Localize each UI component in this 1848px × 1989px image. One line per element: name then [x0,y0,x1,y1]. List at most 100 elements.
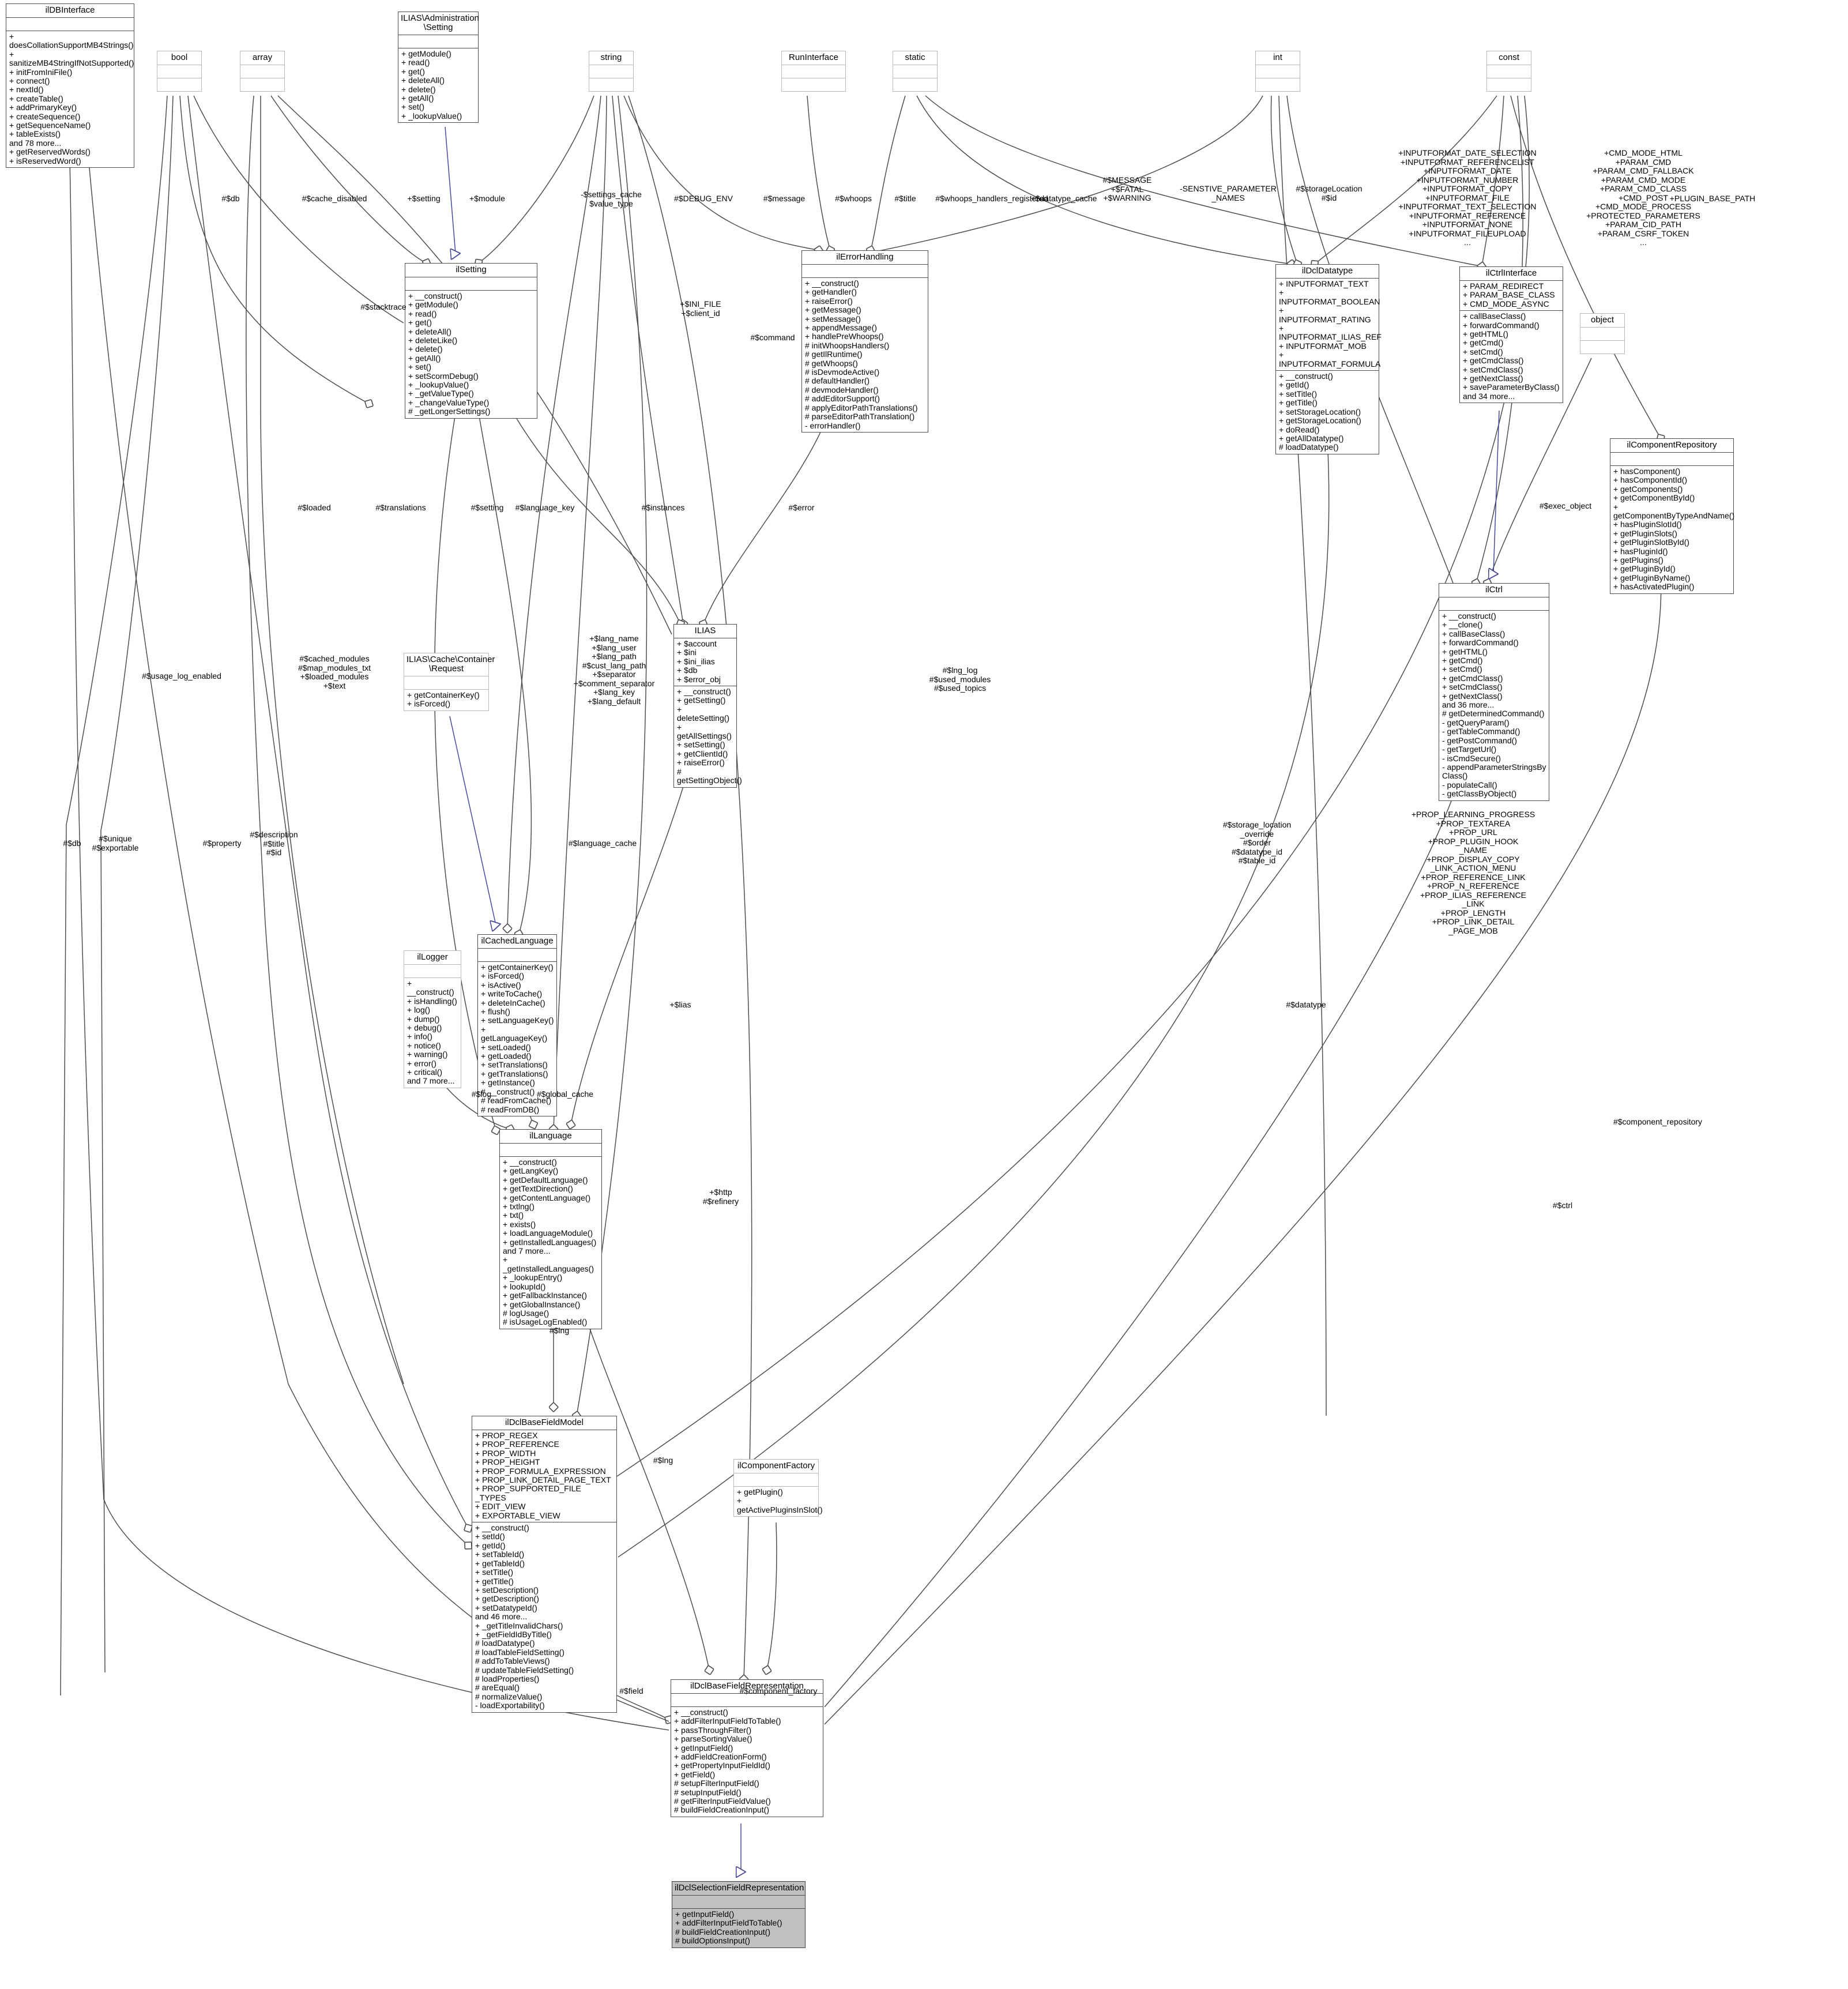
uml-class-int[interactable]: int [1255,51,1300,92]
uml-class-ilDclDatatype[interactable]: ilDclDatatype+ INPUTFORMAT_TEXT+ INPUTFO… [1275,264,1382,454]
operation-row: + getHTML() [1442,646,1488,656]
operation-row: + _getValueType() [408,389,474,398]
uml-class-ilComponentRepository[interactable]: ilComponentRepository+ hasComponent()+ h… [1610,438,1734,594]
class-operations: + __construct()+ addFilterInputFieldToTa… [671,1706,823,1817]
class-operations: + __construct()+ isHandling()+ log()+ du… [404,977,461,1088]
operation-row: + getMessage() [805,305,861,315]
operation-row: + read() [401,58,430,67]
attribute-row: + EDIT_VIEW [475,1502,526,1512]
operation-row: + getSequenceName() [9,121,91,130]
operation-row: - errorHandler() [805,420,861,430]
class-title: ilDclBaseFieldModel [505,1418,584,1427]
class-attributes [404,964,461,977]
operation-row: + sanitizeMB4StringIfNotSupported() [9,49,134,68]
operation-row: + setCmdClass() [1442,682,1503,692]
operation-row: and 36 more... [1442,700,1495,710]
uml-class-ILIAS_Administration_Setting[interactable]: ILIAS\Administration \Setting+ getModule… [398,12,479,123]
operation-row: + raiseError() [677,758,725,768]
operation-row: + getCmdClass() [1442,673,1503,683]
operation-row: # buildOptionsInput() [675,1936,750,1946]
operation-row: # parseEditorPathTranslation() [805,412,915,422]
attribute-row: + PROP_SUPPORTED_FILE [475,1484,581,1494]
operation-row: + _getFieldIdByTitle() [475,1629,552,1639]
operation-row: + getModule() [401,49,451,58]
operation-row: + addFilterInputFieldToTable() [675,1918,782,1928]
edge-label-db2: #$db [63,839,81,848]
uml-class-ILIAS[interactable]: ILIAS+ $account+ $ini+ $ini_ilias+ $db+ … [673,624,742,788]
operation-row: + forwardCommand() [1463,320,1540,330]
operation-row: + notice() [407,1040,441,1050]
uml-class-array[interactable]: array [240,51,285,92]
class-title: ilDclDatatype [1301,266,1353,276]
class-operations: + getContainerKey()+ isForced() [404,689,488,710]
uml-class-object[interactable]: object [1580,313,1625,354]
uml-class-ilDclBaseFieldModel[interactable]: ilDclBaseFieldModel+ PROP_REGEX+ PROP_RE… [472,1416,617,1713]
class-operations [782,78,845,91]
operation-row: + getClientId() [677,749,728,758]
uml-class-ilLogger[interactable]: ilLogger + __construct()+ isHandling()+ l… [404,950,461,1088]
uml-class-ilDclSelectionFieldRepresentation[interactable]: ilDclSelectionFieldRepresentation+ getIn… [672,1881,806,1948]
operation-row: + warning() [407,1050,448,1059]
uml-class-static[interactable]: static [893,51,938,92]
operation-row: + getInputField() [675,1909,735,1919]
operation-row: + setLanguageKey() [481,1016,554,1025]
uml-class-string[interactable]: string [589,51,634,92]
operation-row: # readFromDB() [481,1104,540,1114]
operation-row: # devmodeHandler() [805,385,879,394]
uml-class-ilComponentFactory[interactable]: ilComponentFactory+ getPlugin()+ getActi… [733,1459,823,1517]
uml-class-ilDclBaseFieldRepresentation[interactable]: ilDclBaseFieldRepresentation+ __construc… [671,1679,823,1817]
operation-row: # buildFieldCreationInput() [674,1805,769,1815]
operation-row: + setDescription() [475,1585,539,1595]
uml-class-ILIAS_Cache_Container_Request[interactable]: ILIAS\Cache\Container \Request+ getConta… [404,653,495,711]
operation-row: + setCmd() [1442,664,1482,674]
operation-row: + __construct() [503,1157,557,1167]
operation-row: + getComponents() [1613,484,1683,494]
operation-row: and 46 more... [475,1612,528,1622]
operation-row: + nextId() [9,85,44,95]
operation-row: and 34 more... [1463,391,1515,401]
operation-row: # loadDatatype() [1279,442,1339,452]
uml-class-ilDBInterface[interactable]: ilDBInterface+ doesCollationSupportMB4St… [6,3,134,168]
operation-row: + isActive() [481,980,521,990]
edge-label-command1: #$command [750,333,795,342]
operation-row: + getTranslations() [481,1069,548,1078]
operation-row: + connect() [9,76,50,86]
class-title: ilComponentFactory [737,1461,815,1471]
operation-row: + _lookupEntry() [503,1273,563,1283]
uml-class-ilCachedLanguage[interactable]: ilCachedLanguage+ getContainerKey()+ isF… [477,934,557,1116]
uml-class-bool[interactable]: bool [157,51,202,92]
edge-label-global_c: #$global_cache [536,1089,594,1099]
uml-class-RunInterface[interactable]: RunInterface [781,51,846,92]
operation-row: + getHandler() [805,287,857,297]
operation-row: - getTableCommand() [1442,727,1520,736]
operation-row: + getDefaultLanguage() [503,1175,588,1185]
operation-row: # buildFieldCreationInput() [675,1927,770,1937]
uml-class-ilSetting[interactable]: ilSetting+ __construct()+ getModule()+ r… [405,263,537,419]
class-operations: + __construct()+ getSetting()+ deleteSet… [674,686,742,787]
operation-row: and 7 more... [503,1246,551,1256]
uml-class-ilErrorHandling[interactable]: ilErrorHandling+ __construct()+ getHandl… [801,250,928,433]
operation-row: + get() [408,318,432,328]
uml-class-const[interactable]: const [1486,51,1531,92]
operation-row: + handlePreWhoops() [805,332,884,341]
class-title: object [1590,315,1614,325]
operation-row: # areEqual() [475,1683,520,1693]
uml-class-ilCtrl[interactable]: ilCtrl+ __construct()+ __clone()+ callBa… [1439,583,1549,801]
edge-label-sens_param: -SENSTIVE_PARAMETER _NAMES [1180,184,1277,202]
operation-row: + getPluginSlotById() [1613,537,1689,547]
uml-class-ilLanguage[interactable]: ilLanguage+ __construct()+ getLangKey()+… [499,1129,602,1329]
operation-row: + getComponentByTypeAndName() [1613,502,1735,521]
attribute-row: + INPUTFORMAT_BOOLEAN [1279,288,1380,306]
uml-class-ilCtrlInterface[interactable]: ilCtrlInterface+ PARAM_REDIRECT+ PARAM_B… [1459,266,1563,404]
class-attributes [500,1143,601,1156]
attribute-row: + PROP_WIDTH [475,1448,536,1458]
operation-row: + __construct() [674,1708,728,1717]
operation-row: # setupInputField() [674,1787,742,1797]
operation-row: + setTitle() [1279,389,1317,398]
operation-row: # getDeterminedCommand() [1442,709,1545,719]
operation-row: + error() [407,1058,436,1068]
edge-label-lng2: #$lng [653,1456,673,1465]
class-title: ilLogger [417,952,448,962]
operation-row: + isForced() [481,971,525,981]
operation-row: + _lookupValue() [401,111,462,121]
